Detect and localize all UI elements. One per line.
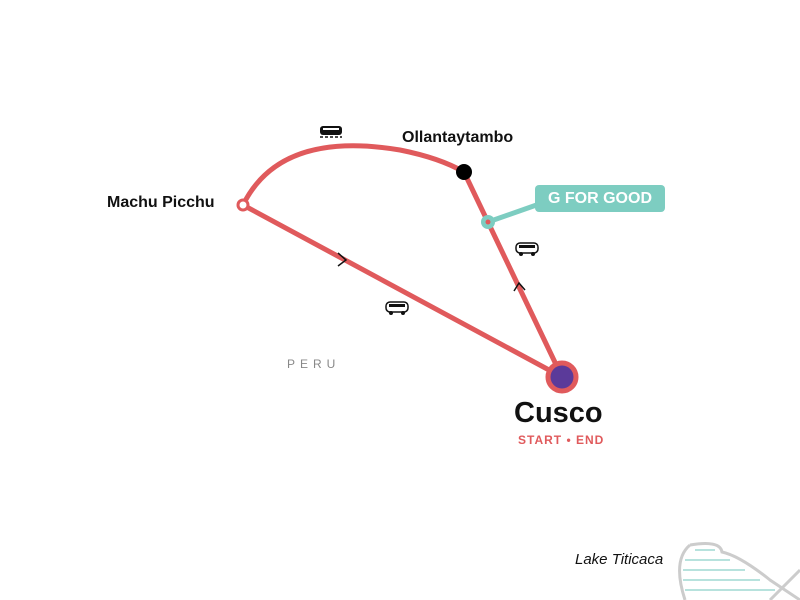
ollantaytambo-label: Ollantaytambo xyxy=(402,129,514,146)
cusco-marker[interactable] xyxy=(545,360,579,394)
direction-arrow xyxy=(513,281,526,292)
lake-label: Lake Titicaca xyxy=(575,551,664,568)
route-line xyxy=(240,143,565,380)
ollantaytambo-marker[interactable] xyxy=(456,164,472,180)
cusco-label: Cusco xyxy=(514,397,603,429)
country-label: PERU xyxy=(287,357,341,371)
g-for-good-badge[interactable]: G FOR GOOD xyxy=(535,185,665,212)
direction-arrow xyxy=(337,252,348,267)
cusco-sublabel: START • END xyxy=(518,433,605,447)
train-icon xyxy=(320,126,342,138)
machu-picchu-marker[interactable] xyxy=(236,198,250,212)
lake-titicaca-shape xyxy=(678,542,800,600)
bus-icon xyxy=(385,301,409,315)
bus-icon xyxy=(515,242,539,256)
machu-picchu-label: Machu Picchu xyxy=(107,194,215,211)
